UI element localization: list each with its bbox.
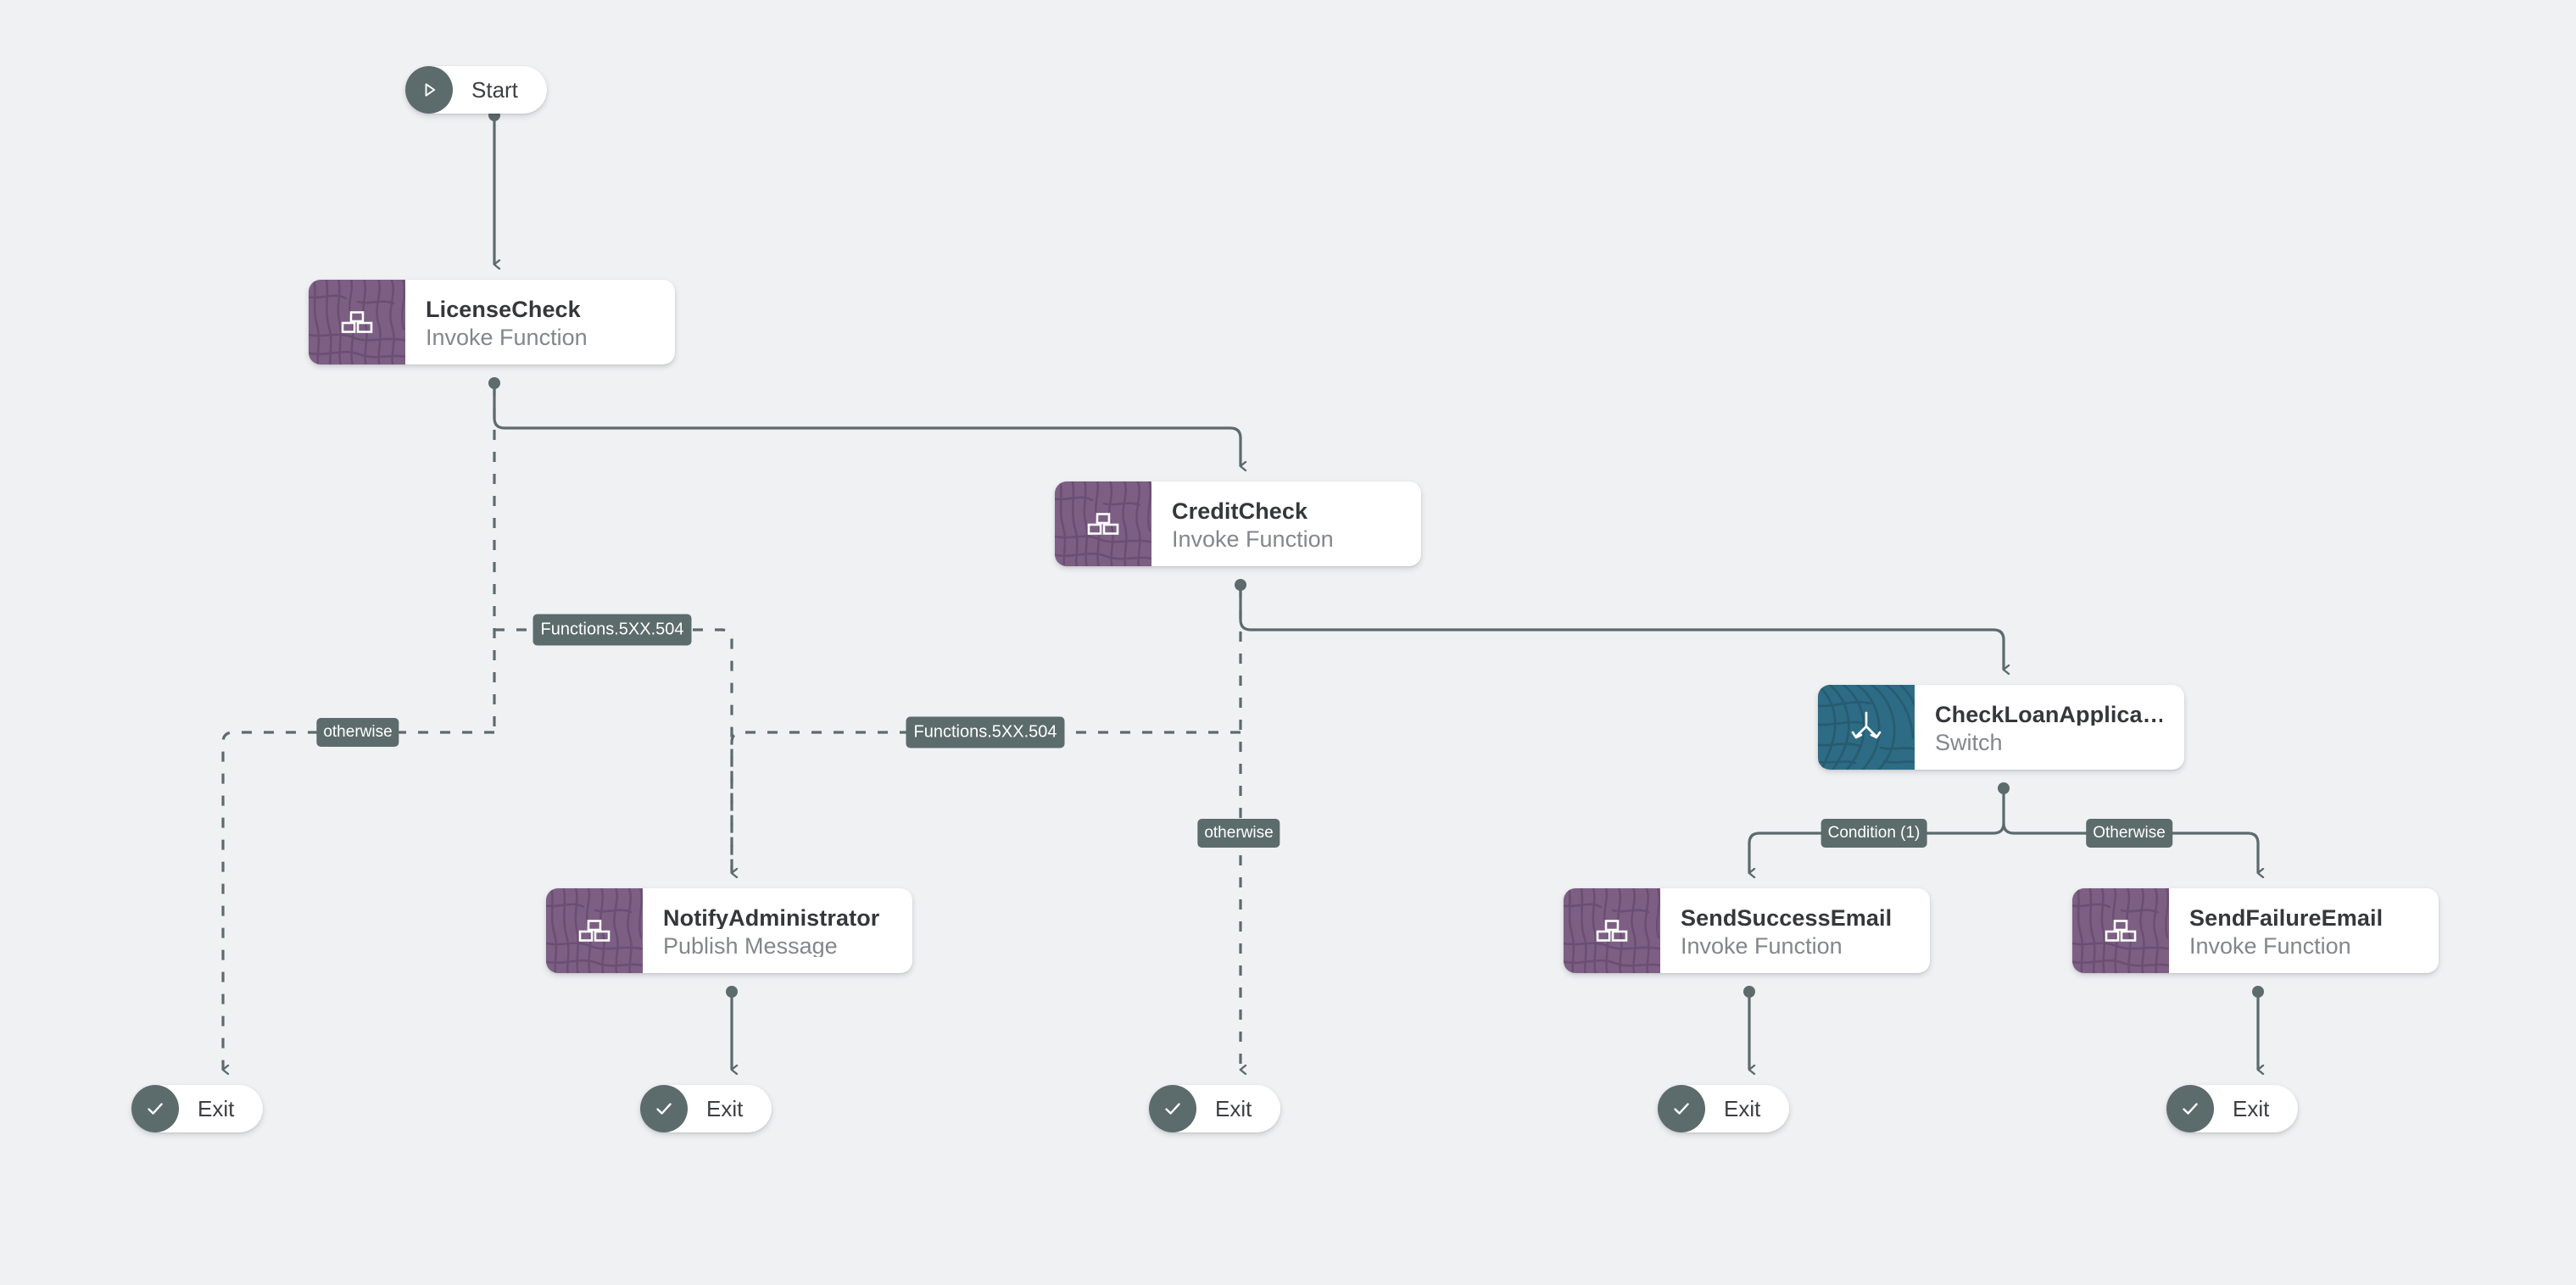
- node-title-license-check: LicenseCheck: [426, 297, 581, 320]
- node-body-check-loan-application: CheckLoanApplica… Switch: [1915, 685, 2184, 770]
- node-subtitle-send-failure-email: Invoke Function: [2189, 932, 2351, 957]
- node-subtitle-credit-check: Invoke Function: [1172, 526, 1334, 550]
- check-icon: [1658, 1085, 1705, 1132]
- node-title-send-success-email: SendSuccessEmail: [1681, 905, 1893, 929]
- function-blocks-icon: [546, 888, 643, 973]
- node-title-check-loan-application: CheckLoanApplica…: [1935, 702, 2162, 726]
- node-icon-panel-license-check: [309, 280, 405, 364]
- node-check-loan-application[interactable]: CheckLoanApplica… Switch: [1818, 685, 2184, 770]
- check-icon: [640, 1085, 688, 1132]
- function-blocks-icon: [1564, 888, 1660, 973]
- edge-label-credit-otherwise[interactable]: otherwise: [1197, 819, 1280, 848]
- exit-node-5[interactable]: Exit: [2166, 1085, 2299, 1132]
- function-blocks-icon: [309, 280, 405, 364]
- function-blocks-icon: [1055, 481, 1151, 566]
- exit-node-1[interactable]: Exit: [131, 1085, 264, 1132]
- port-dot-failure: [2252, 986, 2264, 998]
- edge-label-license-otherwise[interactable]: otherwise: [316, 718, 399, 747]
- port-dot-success: [1743, 986, 1755, 998]
- node-icon-panel-send-failure-email: [2072, 888, 2169, 973]
- node-body-license-check: LicenseCheck Invoke Function: [405, 280, 675, 364]
- edge-label-credit-error[interactable]: Functions.5XX.504: [906, 716, 1065, 748]
- node-send-failure-email[interactable]: SendFailureEmail Invoke Function: [2072, 888, 2439, 973]
- play-icon: [405, 66, 453, 114]
- switch-branch-icon: [1818, 685, 1915, 770]
- start-node[interactable]: Start: [405, 66, 547, 114]
- node-title-notify-administrator: NotifyAdministrator: [663, 905, 880, 929]
- exit-node-3[interactable]: Exit: [1149, 1085, 1281, 1132]
- node-icon-panel-check-loan-application: [1818, 685, 1915, 770]
- port-dot-switch: [1998, 782, 2010, 794]
- exit-node-5-label: Exit: [2233, 1095, 2270, 1121]
- node-send-success-email[interactable]: SendSuccessEmail Invoke Function: [1564, 888, 1930, 973]
- start-node-label: Start: [471, 76, 518, 103]
- function-blocks-icon: [2072, 888, 2169, 973]
- edge-license-to-credit: [493, 383, 1241, 466]
- node-subtitle-license-check: Invoke Function: [426, 324, 588, 348]
- exit-node-3-label: Exit: [1215, 1095, 1252, 1121]
- node-subtitle-check-loan-application: Switch: [1935, 729, 2003, 754]
- node-notify-administrator[interactable]: NotifyAdministrator Publish Message: [546, 888, 912, 973]
- check-icon: [131, 1085, 179, 1132]
- edge-credit-err-to-notify: [730, 731, 1241, 873]
- node-body-notify-administrator: NotifyAdministrator Publish Message: [643, 888, 912, 973]
- node-subtitle-notify-administrator: Publish Message: [663, 932, 838, 957]
- exit-node-2-label: Exit: [706, 1095, 744, 1121]
- node-icon-panel-credit-check: [1055, 481, 1151, 566]
- check-icon: [2166, 1085, 2214, 1132]
- check-icon: [1149, 1085, 1196, 1132]
- port-dot-license: [488, 377, 500, 389]
- exit-node-2[interactable]: Exit: [640, 1085, 772, 1132]
- exit-node-4[interactable]: Exit: [1658, 1085, 1790, 1132]
- node-body-send-success-email: SendSuccessEmail Invoke Function: [1660, 888, 1930, 973]
- edge-label-license-error[interactable]: Functions.5XX.504: [532, 614, 692, 646]
- node-license-check[interactable]: LicenseCheck Invoke Function: [309, 280, 675, 364]
- node-icon-panel-notify-administrator: [546, 888, 643, 973]
- port-dot-notify: [726, 986, 738, 998]
- edge-license-err-to-notify: [494, 628, 732, 873]
- node-icon-panel-send-success-email: [1564, 888, 1660, 973]
- exit-node-4-label: Exit: [1724, 1095, 1761, 1121]
- node-subtitle-send-success-email: Invoke Function: [1681, 932, 1843, 957]
- node-title-credit-check: CreditCheck: [1172, 498, 1308, 522]
- node-body-credit-check: CreditCheck Invoke Function: [1151, 481, 1421, 566]
- edge-credit-to-switch: [1239, 585, 2004, 670]
- exit-node-1-label: Exit: [198, 1095, 235, 1121]
- edge-label-switch-condition-1[interactable]: Condition (1): [1820, 819, 1927, 848]
- edge-label-switch-otherwise[interactable]: Otherwise: [2086, 819, 2172, 848]
- node-body-send-failure-email: SendFailureEmail Invoke Function: [2169, 888, 2439, 973]
- node-credit-check[interactable]: CreditCheck Invoke Function: [1055, 481, 1421, 566]
- edge-license-otherwise-to-exit: [221, 731, 494, 1070]
- node-title-send-failure-email: SendFailureEmail: [2189, 905, 2384, 929]
- port-dot-credit: [1235, 579, 1246, 591]
